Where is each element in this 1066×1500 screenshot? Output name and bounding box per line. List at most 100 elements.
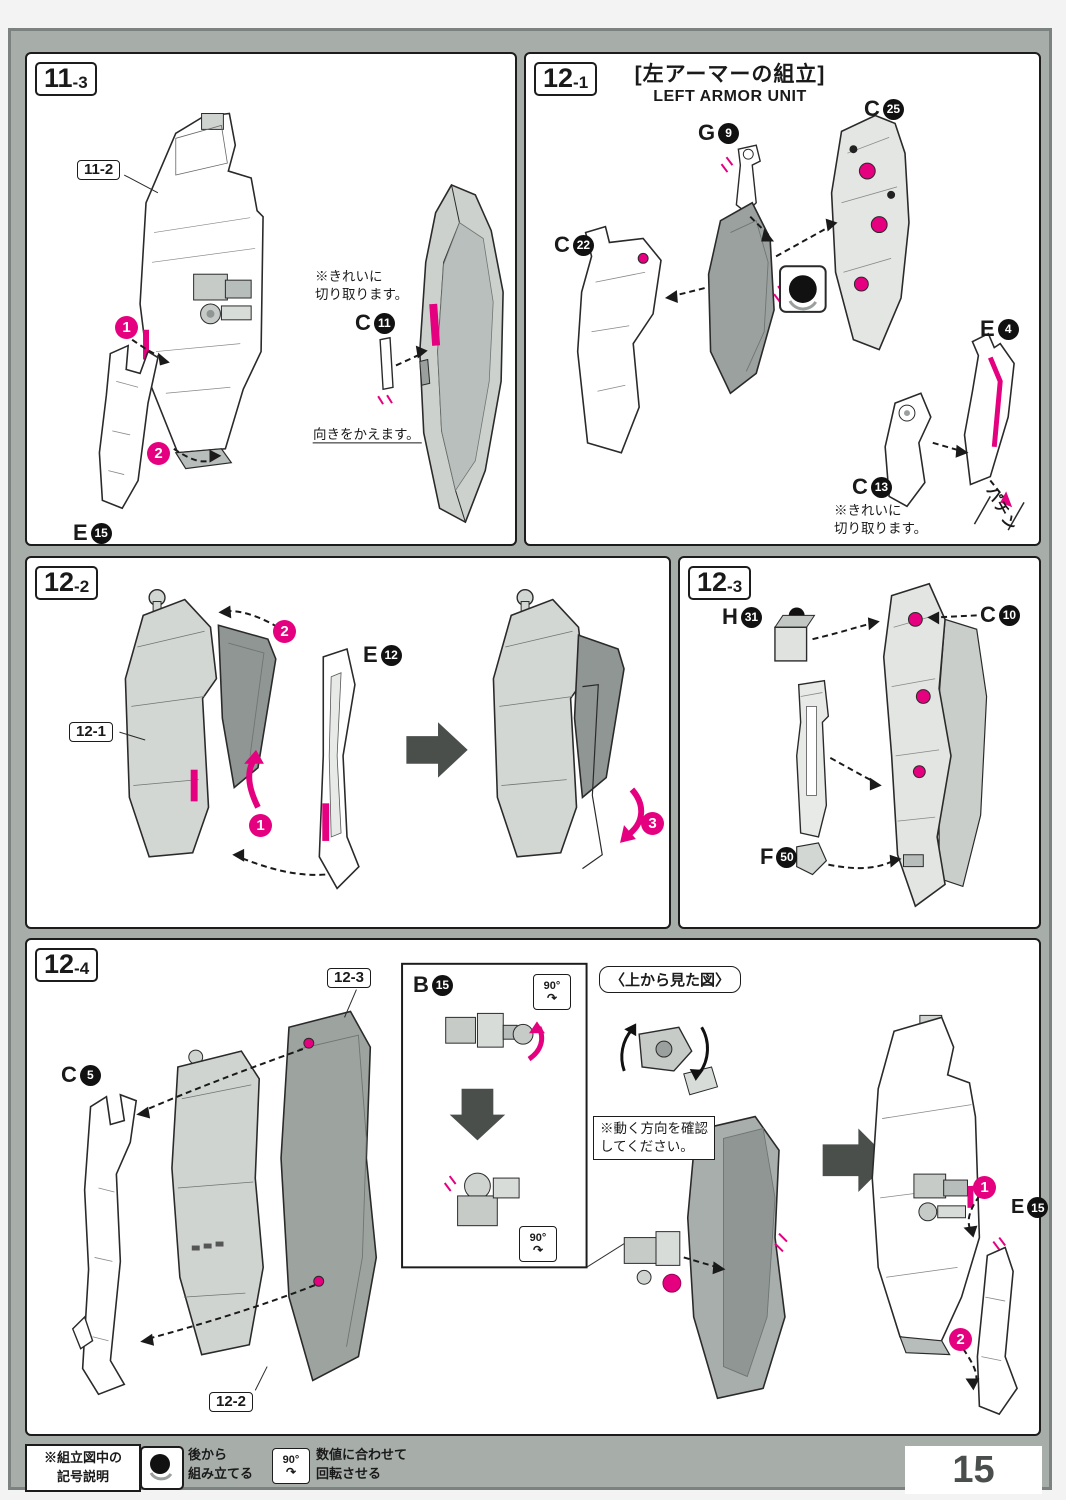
cut-note: ※きれいに 切り取ります。 bbox=[315, 268, 408, 303]
part-number-badge: 22 bbox=[572, 234, 594, 256]
part-number-badge: 25 bbox=[882, 98, 904, 120]
movement-note-box: ※動く方向を確認 してください。 bbox=[593, 1116, 715, 1161]
cut-note-line1: ※きれいに bbox=[315, 269, 383, 284]
assembly-step-2-badge: 2 bbox=[273, 620, 296, 643]
part-c22-drawing bbox=[576, 225, 662, 454]
armor-final-drawing bbox=[871, 1014, 981, 1356]
part-letter: C bbox=[980, 602, 996, 627]
part-letter: C bbox=[355, 310, 371, 335]
armor-assembled-drawing bbox=[492, 588, 625, 870]
rotate-90-label: 90° bbox=[529, 1231, 547, 1244]
assemble-later-icon bbox=[779, 265, 827, 313]
part-number-badge: 13 bbox=[870, 476, 892, 498]
part-letter: E bbox=[73, 520, 88, 545]
assemble-later-icon bbox=[140, 1446, 184, 1490]
legend-title-line1: ※組立図中の bbox=[43, 1450, 122, 1465]
assembly-arrow-icons bbox=[672, 215, 1007, 501]
part-letter: H bbox=[722, 604, 738, 629]
top-view-title-box: 〈上から見た図〉 bbox=[599, 966, 742, 993]
armor-12-2-drawing bbox=[171, 1049, 264, 1356]
rotate-90-label: 90° bbox=[543, 979, 561, 992]
panel-12-2-illustration bbox=[119, 588, 645, 890]
rotate-90-icon: 90° ↷ bbox=[272, 1448, 310, 1484]
part-number-badge: 15 bbox=[90, 522, 112, 544]
panel-12-1-illustration bbox=[576, 114, 1025, 531]
callout-12-1: 12-1 bbox=[69, 722, 114, 742]
part-f50-drawing bbox=[796, 679, 830, 838]
armor-outer-drawing bbox=[418, 183, 504, 524]
callout-12-3: 12-3 bbox=[327, 968, 372, 988]
part-letter: C bbox=[61, 1062, 77, 1087]
assembly-arrow-icons-2 bbox=[683, 1256, 718, 1269]
part-number-badge: 12 bbox=[380, 644, 402, 666]
armor-inner-drawing bbox=[882, 582, 952, 908]
part-number-badge: 4 bbox=[997, 318, 1019, 340]
page-number: 15 bbox=[905, 1446, 1042, 1494]
armor-left-drawing bbox=[124, 588, 218, 858]
step-number: 11 bbox=[44, 63, 73, 93]
armor-12-3-drawing bbox=[280, 1010, 378, 1382]
rotate-90-icon: 90° ↷ bbox=[519, 1226, 557, 1262]
step-number: 12 bbox=[697, 567, 728, 597]
part-c25-drawing bbox=[830, 114, 910, 351]
part-number-badge: 31 bbox=[740, 606, 762, 628]
cut-note: ※きれいに 切り取ります。 bbox=[834, 502, 927, 537]
part-number-badge: 10 bbox=[998, 604, 1020, 626]
top-view-drawing bbox=[620, 1023, 719, 1096]
panel-11-3-illustration bbox=[98, 112, 504, 524]
armor-blade-drawing bbox=[217, 624, 277, 789]
assembly-arrow-icons bbox=[143, 1048, 316, 1340]
part-letter: G bbox=[698, 120, 716, 145]
part-number-badge: 15 bbox=[431, 974, 453, 996]
cut-note-line2: 切り取ります。 bbox=[315, 286, 409, 302]
section-title: [左アーマーの組立] LEFT ARMOR UNIT bbox=[610, 58, 850, 106]
step-suffix: -2 bbox=[74, 577, 90, 596]
step-number: 12 bbox=[543, 63, 574, 93]
step-label-12-3: 12-3 bbox=[688, 566, 752, 601]
part-letter: B bbox=[413, 972, 429, 997]
legend-item1-line2: 組み立てる bbox=[188, 1465, 254, 1481]
armor-assembly-drawing bbox=[123, 112, 264, 470]
part-number-badge: 15 bbox=[1027, 1197, 1049, 1218]
section-title-jp: [左アーマーの組立] bbox=[634, 63, 826, 86]
panel-12-4-illustration bbox=[71, 962, 1018, 1416]
armor-blade-drawing bbox=[707, 201, 785, 395]
step-label-12-1: 12-1 bbox=[534, 62, 598, 97]
connector-part-drawing bbox=[586, 1231, 682, 1293]
part-letter: C bbox=[864, 96, 880, 121]
part-number-badge: 5 bbox=[79, 1064, 101, 1086]
part-letter: C bbox=[554, 232, 570, 257]
assembly-step-1-badge: 1 bbox=[115, 316, 138, 339]
part-e12-drawing bbox=[318, 647, 360, 890]
assembly-step-3-badge: 3 bbox=[641, 812, 664, 835]
rotate-arc-glyph: ↷ bbox=[546, 990, 558, 1005]
part-c13-drawing bbox=[884, 392, 932, 508]
movement-note-line2: してください。 bbox=[600, 1139, 694, 1155]
part-e4-drawing bbox=[963, 332, 1015, 486]
assembly-step-2-badge: 2 bbox=[949, 1328, 972, 1351]
legend-item1-line1: 後から bbox=[188, 1447, 228, 1462]
legend-item2-line1: 数値に合わせて bbox=[316, 1447, 408, 1462]
assembly-arrow-icons bbox=[812, 614, 977, 870]
rotate-90-icon: 90° ↷ bbox=[533, 974, 571, 1010]
part-c5-drawing bbox=[71, 1093, 138, 1396]
rotate-arc-glyph: ↷ bbox=[532, 1242, 544, 1257]
armor-center-drawing bbox=[686, 1115, 788, 1400]
rotate-arc-glyph: ↷ bbox=[285, 1464, 297, 1479]
step-suffix: -4 bbox=[74, 959, 90, 978]
step-label-11-3: 11-3 bbox=[35, 62, 97, 97]
insert-direction-arrow-icon bbox=[244, 749, 264, 809]
part-g9-drawing bbox=[720, 144, 761, 214]
part-number-badge: 11 bbox=[373, 312, 395, 334]
legend-item1-text: 後から 組み立てる bbox=[188, 1446, 253, 1484]
